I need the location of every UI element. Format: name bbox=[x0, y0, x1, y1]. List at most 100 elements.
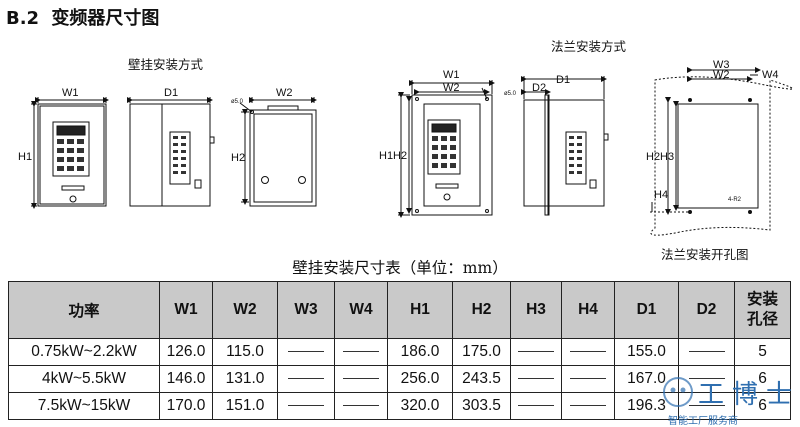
section-title: B.2 变频器尺寸图 bbox=[6, 4, 159, 30]
cutout-h4-label: H4 bbox=[654, 189, 668, 201]
table-cell: 4kW~5.5kW bbox=[8, 365, 160, 393]
table-cell: 0.75kW~2.2kW bbox=[8, 338, 160, 366]
header-cell: W2 bbox=[212, 281, 278, 339]
wall-back-view bbox=[239, 97, 317, 207]
dimension-table: 功率 W1 W2 W3 W4 H1 H2 H3 H4 D1 D2 安装 孔径 0… bbox=[8, 281, 791, 420]
flange-w1-label: W1 bbox=[443, 69, 460, 81]
table-cell-empty bbox=[561, 365, 615, 393]
caption-flange-cutout: 法兰安装开孔图 bbox=[661, 247, 749, 262]
cutout-w2-label: W2 bbox=[713, 69, 730, 81]
table-cell-empty bbox=[678, 338, 735, 366]
table-cell-empty bbox=[510, 338, 562, 366]
table-cell: 115.0 bbox=[212, 338, 278, 366]
table-cell: 170.0 bbox=[159, 392, 213, 420]
flange-cutout-view bbox=[650, 67, 794, 236]
header-cell: H1 bbox=[387, 281, 453, 339]
header-cell: W4 bbox=[334, 281, 388, 339]
table-cell: 320.0 bbox=[387, 392, 453, 420]
header-cell: H2 bbox=[452, 281, 511, 339]
dash-mark bbox=[288, 351, 324, 353]
flange-d1-label: D1 bbox=[556, 74, 570, 86]
table-title: 壁挂安装尺寸表（单位：mm） bbox=[292, 259, 508, 277]
dash-mark bbox=[518, 405, 554, 407]
dash-mark bbox=[570, 405, 606, 407]
flange-h1h2-label: H1H2 bbox=[379, 150, 407, 162]
dimension-drawings: W1 H1 D1 W2 H2 ø5.0 W1 W2 H1H2 ø5.0 D1 D… bbox=[18, 59, 794, 236]
wall-hole-label: ø5.0 bbox=[231, 99, 244, 105]
table-cell: 243.5 bbox=[452, 365, 511, 393]
table-cell-empty bbox=[277, 392, 335, 420]
wall-d1-label: D1 bbox=[164, 87, 178, 99]
dash-mark bbox=[343, 351, 379, 353]
watermark-brand: 工博士 bbox=[698, 380, 800, 410]
header-cell: D2 bbox=[678, 281, 735, 339]
dash-mark bbox=[688, 378, 725, 380]
table-cell: 175.0 bbox=[452, 338, 511, 366]
cutout-w4-label: W4 bbox=[762, 69, 779, 81]
table-cell: 186.0 bbox=[387, 338, 453, 366]
flange-hole-label: ø5.0 bbox=[504, 91, 517, 97]
dash-mark bbox=[688, 351, 725, 353]
table-cell: 7.5kW~15kW bbox=[8, 392, 160, 420]
dash-mark bbox=[570, 351, 606, 353]
dash-mark bbox=[343, 405, 379, 407]
table-cell: 256.0 bbox=[387, 365, 453, 393]
table-cell-empty bbox=[277, 365, 335, 393]
dash-mark bbox=[570, 378, 606, 380]
table-cell: 5 bbox=[734, 338, 791, 366]
wall-front-view bbox=[31, 97, 109, 209]
table-cell: 151.0 bbox=[212, 392, 278, 420]
cutout-h2h3-label: H2H3 bbox=[646, 151, 674, 163]
header-cell: H3 bbox=[510, 281, 562, 339]
table-cell: 167.0 bbox=[614, 365, 679, 393]
dash-mark bbox=[343, 378, 379, 380]
watermark-tagline: 智能工厂服务商 bbox=[668, 416, 738, 427]
cutout-r2-label: 4-R2 bbox=[728, 197, 742, 203]
dash-mark bbox=[688, 405, 725, 407]
section-number: B.2 bbox=[6, 8, 40, 29]
table-header-row: 功率 W1 W2 W3 W4 H1 H2 H3 H4 D1 D2 安装 孔径 bbox=[8, 281, 791, 339]
wall-h1-label: H1 bbox=[18, 151, 32, 163]
table-row: 4kW~5.5kW 146.0 131.0 256.0 243.5 167.0 … bbox=[8, 365, 791, 393]
header-cell: H4 bbox=[561, 281, 615, 339]
wall-side-view bbox=[127, 97, 215, 207]
table-cell: 196.3 bbox=[614, 392, 679, 420]
header-cell: D1 bbox=[614, 281, 679, 339]
table-cell-empty bbox=[277, 338, 335, 366]
header-cell: 功率 bbox=[8, 281, 160, 339]
robot-icon bbox=[663, 377, 693, 407]
table-cell-empty bbox=[510, 365, 562, 393]
header-cell: W3 bbox=[277, 281, 335, 339]
flange-front-view bbox=[398, 80, 495, 218]
table-cell: 146.0 bbox=[159, 365, 213, 393]
watermark-logo: 工博士 智能工厂服务商 bbox=[660, 372, 800, 427]
wall-w1-label: W1 bbox=[62, 87, 79, 99]
header-cell: W1 bbox=[159, 281, 213, 339]
dash-mark bbox=[518, 351, 554, 353]
table-cell: 303.5 bbox=[452, 392, 511, 420]
table-cell-empty bbox=[561, 392, 615, 420]
table-cell-empty bbox=[334, 365, 388, 393]
table-cell: 155.0 bbox=[614, 338, 679, 366]
caption-flange-mount: 法兰安装方式 bbox=[551, 39, 627, 54]
table-cell-empty bbox=[334, 338, 388, 366]
table-row: 0.75kW~2.2kW 126.0 115.0 186.0 175.0 155… bbox=[8, 338, 791, 366]
table-cell-empty bbox=[561, 338, 615, 366]
table-cell: 126.0 bbox=[159, 338, 213, 366]
section-heading: 变频器尺寸图 bbox=[51, 8, 160, 29]
flange-d2-label: D2 bbox=[532, 82, 546, 94]
table-cell: 131.0 bbox=[212, 365, 278, 393]
table-cell-empty bbox=[678, 392, 735, 420]
wall-w2-label: W2 bbox=[276, 87, 293, 99]
table-row: 7.5kW~15kW 170.0 151.0 320.0 303.5 196.3… bbox=[8, 392, 791, 420]
caption-wall-mount: 壁挂安装方式 bbox=[128, 57, 204, 72]
dash-mark bbox=[518, 378, 554, 380]
table-cell-empty bbox=[334, 392, 388, 420]
wall-h2-label: H2 bbox=[231, 152, 245, 164]
table-cell-empty bbox=[510, 392, 562, 420]
flange-side-view bbox=[521, 76, 609, 216]
dash-mark bbox=[288, 405, 324, 407]
dash-mark bbox=[288, 378, 324, 380]
flange-w2-label: W2 bbox=[443, 82, 460, 94]
cutout-w3-label: W3 bbox=[713, 59, 730, 71]
